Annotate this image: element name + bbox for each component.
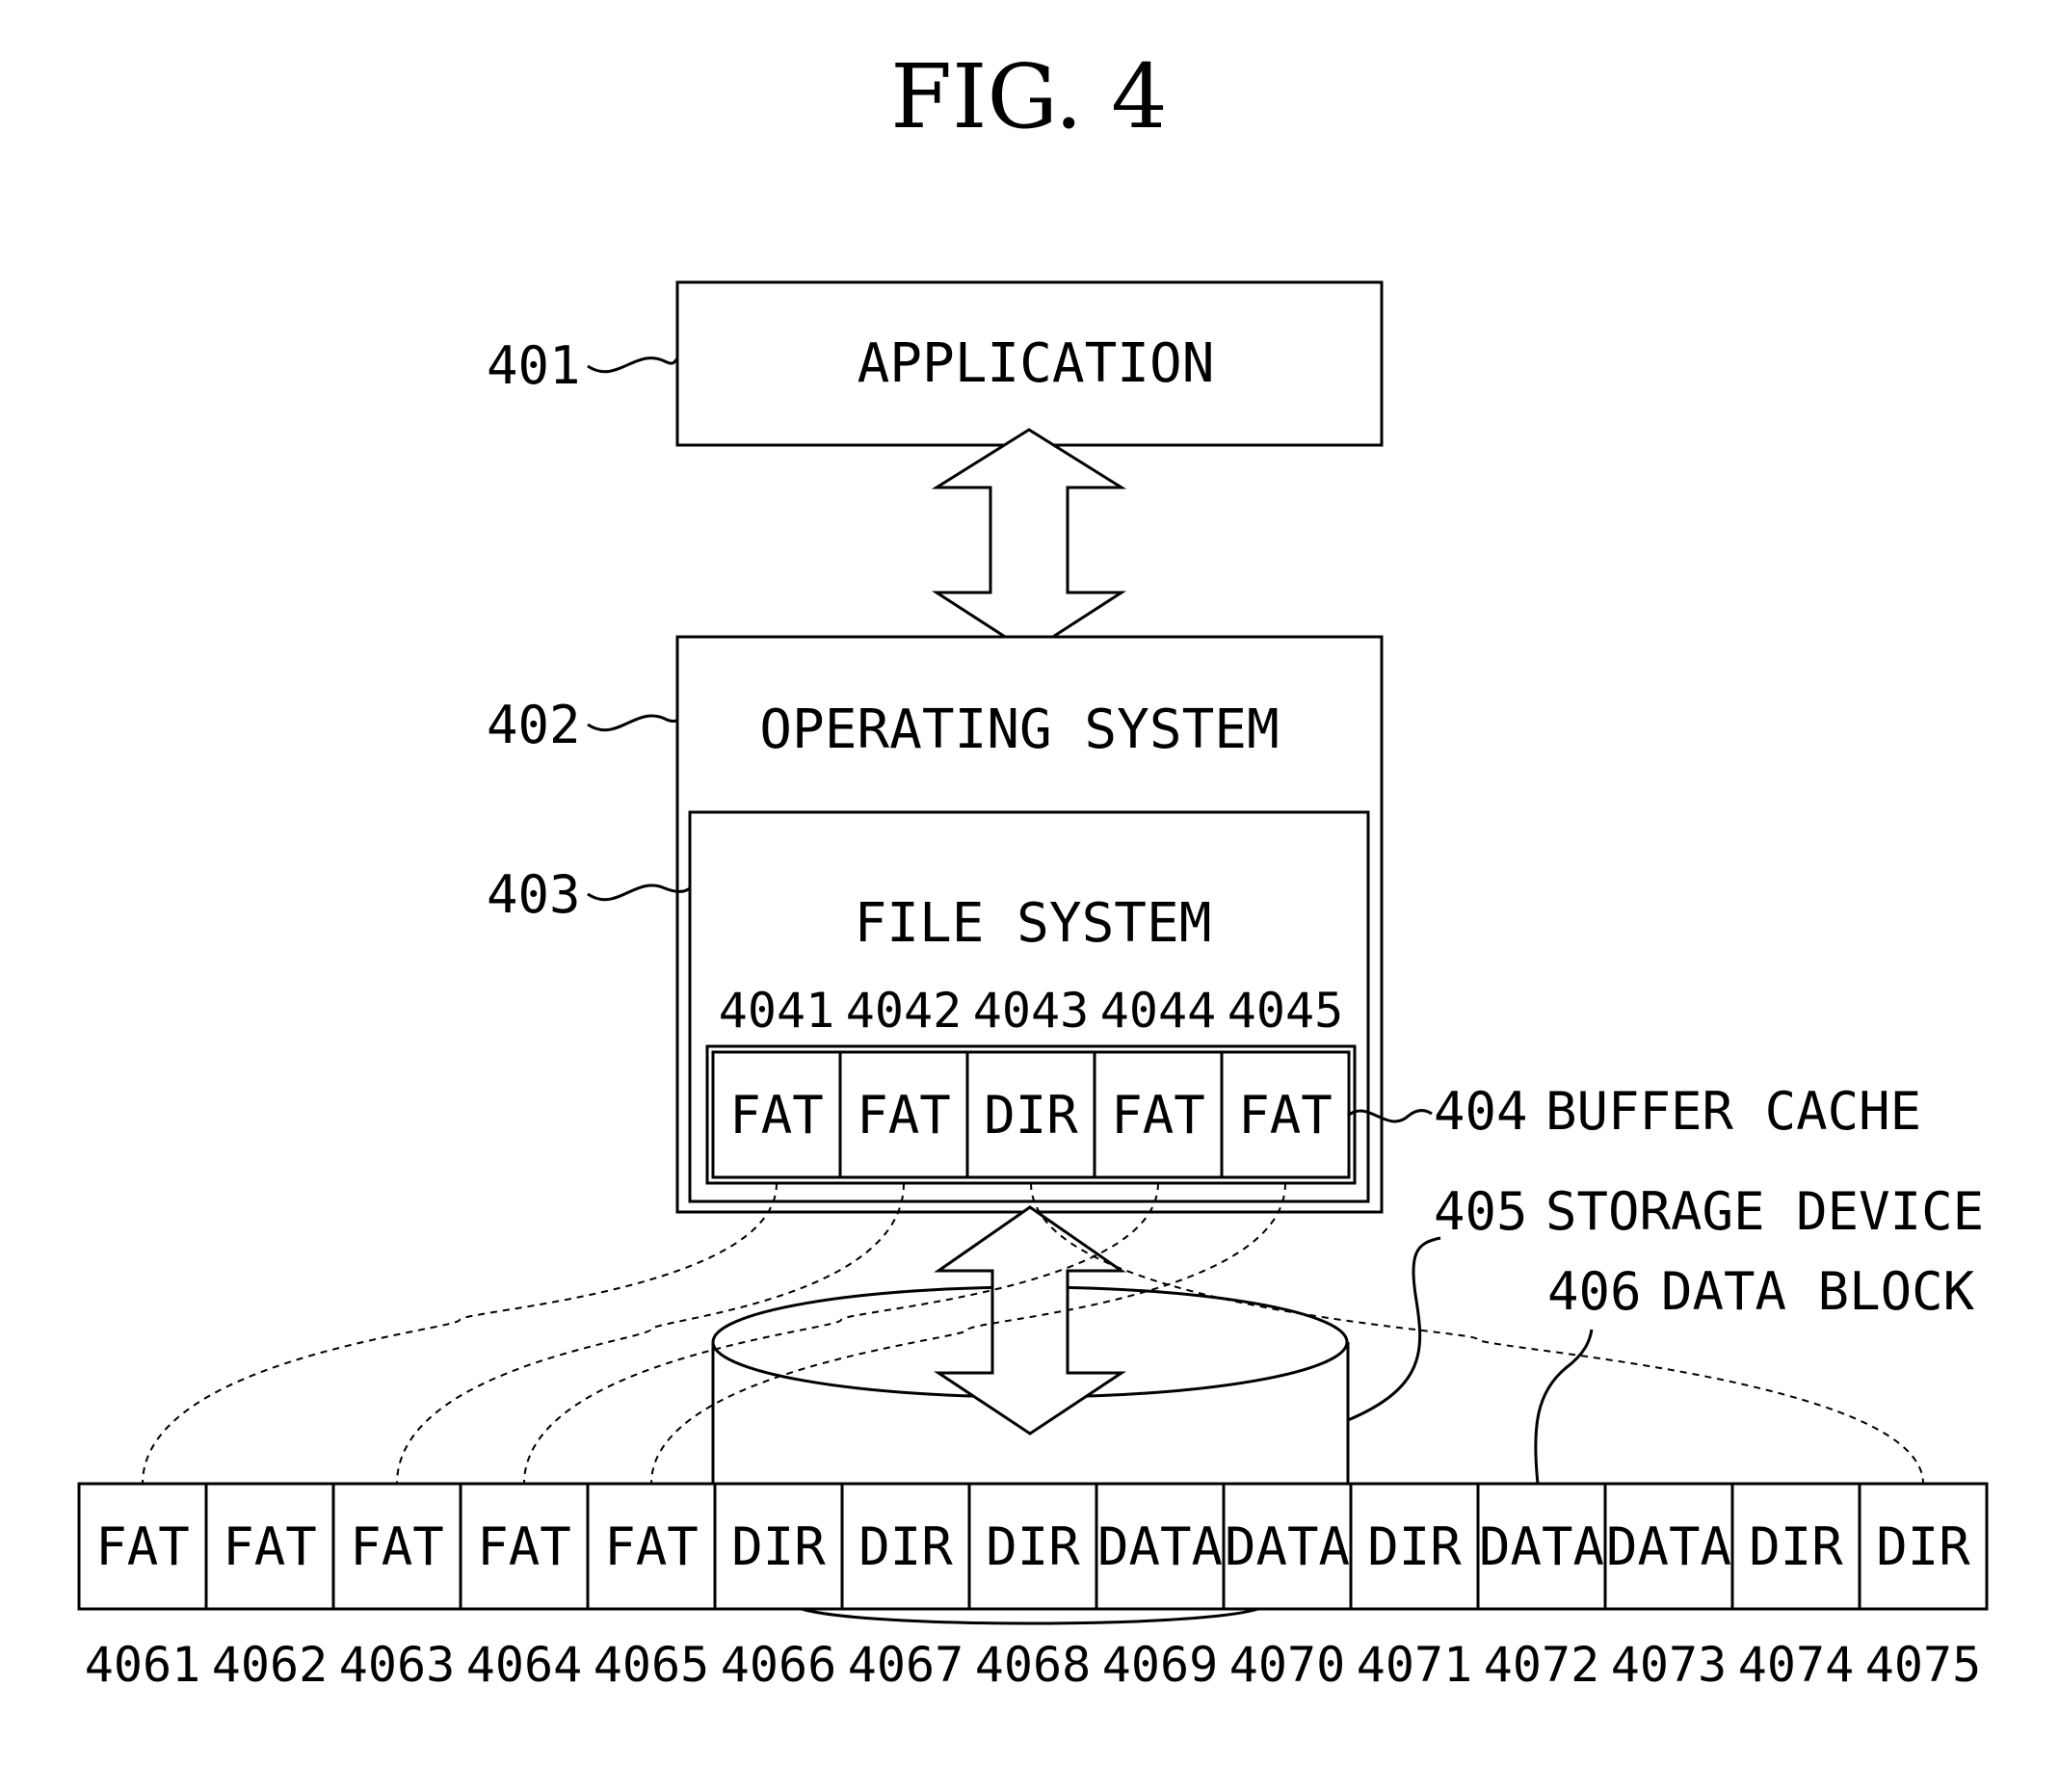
ref-403: 403 — [487, 864, 581, 925]
leader-406 — [1536, 1330, 1592, 1484]
block-cell-type-4066: DIR — [731, 1516, 826, 1577]
app-os-arrow — [937, 430, 1122, 652]
block-cell-type-4068: DIR — [986, 1516, 1080, 1577]
block-cell-id-4061: 4061 — [85, 1637, 200, 1693]
cache-cell-type-4044: FAT — [1111, 1085, 1205, 1146]
operating-system-label: OPERATING SYSTEM — [759, 698, 1279, 761]
block-cell-type-4065: FAT — [604, 1516, 699, 1577]
block-cell-type-4067: DIR — [858, 1516, 953, 1577]
block-cell-id-4063: 4063 — [339, 1637, 455, 1693]
leader-403 — [588, 885, 690, 900]
ref-402: 402 — [487, 695, 581, 755]
cache-cell-id-4042: 4042 — [846, 983, 962, 1039]
data-block-label: DATA BLOCK — [1661, 1261, 1975, 1322]
block-cell-id-4073: 4073 — [1611, 1637, 1727, 1693]
block-cell-id-4072: 4072 — [1484, 1637, 1599, 1693]
buffer-cache: FAT 4041FAT 4042DIR 4043FAT 4044FAT 4045 — [707, 983, 1355, 1183]
figure-title: FIG. 4 — [890, 45, 1167, 148]
block-cell-id-4075: 4075 — [1865, 1637, 1981, 1693]
cache-cell-type-4045: FAT — [1238, 1085, 1333, 1146]
block-cell-type-4074: DIR — [1749, 1516, 1843, 1577]
block-cell-id-4069: 4069 — [1102, 1637, 1218, 1693]
block-cell-id-4066: 4066 — [721, 1637, 836, 1693]
block-cell-type-4063: FAT — [350, 1516, 444, 1577]
block-cell-type-4061: FAT — [95, 1516, 190, 1577]
cache-cell-id-4041: 4041 — [719, 983, 834, 1039]
block-cell-id-4074: 4074 — [1738, 1637, 1854, 1693]
block-cell-type-4070: DATA — [1225, 1516, 1350, 1577]
buffer-cache-label: BUFFER CACHE — [1545, 1081, 1921, 1142]
storage-bottom-curve — [802, 1609, 1258, 1623]
block-cell-type-4075: DIR — [1876, 1516, 1970, 1577]
block-cell-type-4062: FAT — [223, 1516, 317, 1577]
file-system-label: FILE SYSTEM — [855, 892, 1212, 955]
block-cell-type-4073: DATA — [1606, 1516, 1731, 1577]
block-cell-id-4065: 4065 — [594, 1637, 709, 1693]
block-cell-id-4064: 4064 — [466, 1637, 582, 1693]
leader-402 — [588, 716, 677, 730]
storage-device-label: STORAGE DEVICE — [1545, 1181, 1984, 1242]
leader-401 — [588, 358, 677, 372]
block-cell-id-4062: 4062 — [212, 1637, 328, 1693]
application-label: APPLICATION — [858, 332, 1215, 395]
cache-cell-type-4041: FAT — [729, 1085, 824, 1146]
cache-cell-id-4043: 4043 — [973, 983, 1089, 1039]
block-cell-type-4069: DATA — [1097, 1516, 1223, 1577]
link-4041-4061 — [143, 1183, 777, 1484]
block-cell-id-4067: 4067 — [848, 1637, 964, 1693]
cache-cell-id-4044: 4044 — [1100, 983, 1216, 1039]
ref-406: 406 — [1547, 1261, 1642, 1322]
cache-cell-type-4042: FAT — [857, 1085, 951, 1146]
block-cell-id-4070: 4070 — [1229, 1637, 1345, 1693]
block-cell-type-4064: FAT — [477, 1516, 571, 1577]
ref-405: 405 — [1434, 1181, 1528, 1242]
cache-cell-id-4045: 4045 — [1227, 983, 1343, 1039]
block-cell-id-4071: 4071 — [1357, 1637, 1472, 1693]
data-block: FAT 4061 FAT 4062 FAT 4063 FAT 4064 FAT 4065 DIR 40… — [79, 1484, 1987, 1693]
cache-cell-type-4043: DIR — [984, 1085, 1078, 1146]
leader-405 — [1348, 1238, 1440, 1420]
ref-401: 401 — [487, 335, 581, 396]
block-cell-type-4071: DIR — [1367, 1516, 1462, 1577]
block-cell-id-4068: 4068 — [975, 1637, 1091, 1693]
ref-404: 404 — [1434, 1081, 1528, 1142]
block-cell-type-4072: DATA — [1479, 1516, 1604, 1577]
